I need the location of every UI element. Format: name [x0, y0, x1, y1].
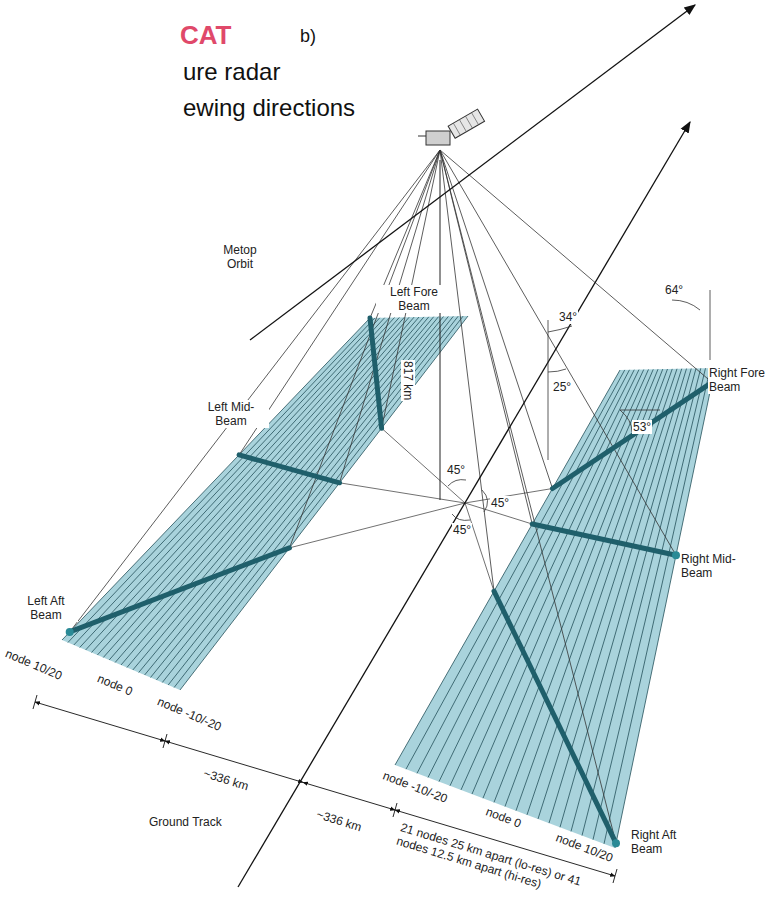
beam-label: Right Fore Beam	[708, 366, 772, 394]
altitude-label: 817 km	[401, 360, 415, 401]
left-swath	[62, 316, 468, 690]
panel-letter: b)	[300, 26, 316, 47]
angle-label: 45°	[446, 463, 466, 477]
angle-label: 64°	[664, 283, 684, 297]
beam-label: Left Aft Beam	[14, 594, 78, 622]
right-swath	[395, 368, 715, 848]
distance-label: ~336 km	[201, 766, 251, 794]
geometry-lines	[238, 5, 710, 887]
beam-label: Left Mid-Beam	[193, 400, 269, 428]
caption-fragment: ure radar	[183, 58, 280, 86]
caption-fragment: ewing directions	[183, 94, 355, 122]
angle-label: 45°	[490, 496, 510, 510]
beam-fan-lines	[70, 150, 712, 843]
angle-label: 34°	[558, 310, 578, 324]
node-label: node 0	[95, 671, 136, 699]
track-label: Ground Track	[148, 815, 223, 829]
beam-label: Right Aft Beam	[630, 828, 694, 856]
angle-label: 25°	[552, 380, 572, 394]
beam-label: Right Mid-Beam	[680, 552, 744, 580]
angle-label: 45°	[452, 523, 472, 537]
distance-label: ~336 km	[314, 807, 364, 835]
dimension-lines	[33, 695, 617, 883]
figure-title: CAT	[180, 20, 232, 51]
metop-satellite	[418, 109, 485, 145]
orbit-label: Metop Orbit	[214, 243, 266, 271]
node-label: node -10/-20	[155, 694, 225, 734]
node-label: node 10/20	[3, 646, 66, 683]
beam-label: Left Fore Beam	[376, 285, 452, 313]
beam-footprints	[66, 318, 716, 847]
angle-label: 53°	[632, 420, 652, 434]
